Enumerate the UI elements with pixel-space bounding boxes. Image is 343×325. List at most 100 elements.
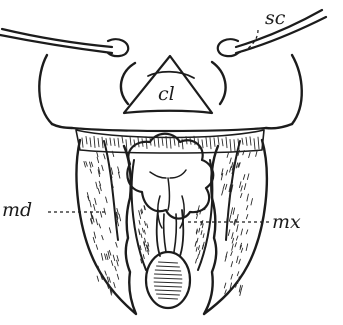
left-mandible-hatch-stroke bbox=[102, 165, 104, 170]
left-mandible-hatch-stroke bbox=[101, 253, 103, 260]
left-mandible-hatch-stroke bbox=[93, 237, 95, 242]
left-mandible-hatch-stroke bbox=[106, 254, 108, 260]
glossa-hatch-stroke bbox=[157, 294, 180, 295]
left-mandible-hatch-stroke bbox=[97, 157, 99, 162]
right-mandible-hatch-stroke bbox=[231, 208, 233, 214]
band-hatch-stroke bbox=[86, 136, 87, 143]
band-hatch-stroke bbox=[154, 138, 155, 146]
right-mandible-hatch-stroke bbox=[246, 244, 248, 251]
glossa-hatch-stroke bbox=[155, 290, 181, 291]
right-mandible-hatch-stroke bbox=[251, 199, 253, 205]
band-hatch-stroke bbox=[206, 138, 207, 147]
leader-lines bbox=[48, 30, 270, 222]
left-mandible bbox=[77, 140, 136, 314]
left-mandible-hatch-stroke bbox=[116, 242, 118, 247]
left-mandible-hatch-stroke bbox=[117, 256, 119, 261]
left-mandible-hatch-stroke bbox=[104, 154, 106, 159]
right-mandible-hatch-stroke bbox=[233, 208, 235, 214]
left-mandible-hatch-stroke bbox=[96, 182, 98, 188]
right-mandible-hatch-stroke bbox=[239, 259, 241, 264]
right-mandible-hatch-stroke bbox=[247, 194, 249, 201]
band-hatch-stroke bbox=[162, 137, 163, 145]
right-mandible-hatch-stroke bbox=[237, 214, 239, 221]
right-mandible-hatch-stroke bbox=[231, 251, 233, 255]
left-mandible-hatch-stroke bbox=[96, 245, 98, 250]
left-mandible-hatch-stroke bbox=[89, 162, 91, 167]
right-mandible bbox=[204, 140, 267, 314]
maxilla-hatch-stroke bbox=[139, 211, 140, 215]
left-mandible-hatch-stroke bbox=[84, 161, 86, 167]
band-hatch-stroke bbox=[202, 140, 203, 148]
maxilla-hatch-stroke bbox=[147, 224, 148, 228]
maxilla-hatch-stroke bbox=[198, 246, 199, 250]
maxilla-hatch-stroke bbox=[145, 247, 146, 251]
label-mx: mx bbox=[272, 211, 301, 233]
left-mandible-hatch-stroke bbox=[91, 162, 93, 166]
glossa-hatch-stroke bbox=[154, 282, 182, 283]
right-mandible-hatch-stroke bbox=[223, 184, 225, 189]
left-mandible-hatch-stroke bbox=[117, 220, 119, 226]
maxilla-hatch-stroke bbox=[143, 255, 144, 259]
left-mandible-hatch-stroke bbox=[100, 185, 102, 191]
right-mandible-hatch-stroke bbox=[230, 167, 232, 172]
left-mandible-hatch-stroke bbox=[119, 214, 121, 221]
left-mandible-hatch-stroke bbox=[104, 208, 106, 214]
right-mandible-hatch-stroke bbox=[225, 184, 227, 189]
maxilla-hatch-stroke bbox=[139, 220, 140, 224]
right-mandible-hatch-stroke bbox=[232, 244, 234, 250]
right-mandible-hatch-stroke bbox=[222, 190, 224, 195]
maxilla-hatch-stroke bbox=[203, 234, 204, 238]
maxilla-hatch-stroke bbox=[199, 250, 200, 254]
maxilla-hatch-stroke bbox=[195, 242, 196, 246]
maxilla-hatch-stroke bbox=[145, 221, 146, 225]
band-hatch-stroke bbox=[94, 136, 95, 147]
left-mandible-hatch-stroke bbox=[95, 198, 97, 204]
left-mandible-hatch-stroke bbox=[107, 277, 109, 282]
left-mandible-hatch-stroke bbox=[109, 250, 111, 255]
left-mandible-hatch-stroke bbox=[99, 224, 101, 228]
maxilla-hatch-stroke bbox=[201, 231, 202, 235]
left-mandible-hatch-stroke bbox=[117, 260, 119, 266]
left-mandible-hatch-stroke bbox=[117, 274, 119, 279]
right-mandible-hatch-stroke bbox=[231, 274, 233, 279]
right-mandible-hatch-stroke bbox=[225, 290, 227, 294]
right-mandible-hatch-stroke bbox=[232, 233, 234, 239]
right-mandible-hatch-stroke bbox=[227, 153, 229, 158]
maxilla-hatch-stroke bbox=[199, 228, 200, 232]
band-hatch-stroke bbox=[250, 137, 251, 145]
label-cl: cl bbox=[158, 83, 175, 105]
maxilla-hatch-stroke bbox=[140, 246, 141, 250]
glossa-hatch-stroke bbox=[158, 298, 177, 299]
left-mandible-hatch-stroke bbox=[102, 235, 104, 239]
right-mandible-hatch-stroke bbox=[243, 175, 245, 180]
left-mandible-hatch-stroke bbox=[114, 282, 116, 287]
left-mandible-hatch-stroke bbox=[111, 261, 113, 266]
left-mandible-hatch-stroke bbox=[90, 200, 92, 207]
maxilla-hatch-stroke bbox=[141, 234, 142, 238]
band-hatch-stroke bbox=[130, 136, 131, 145]
left-antenna bbox=[0, 29, 128, 56]
right-mandible-hatch-stroke bbox=[256, 151, 258, 157]
glossa-hatch-stroke bbox=[157, 266, 180, 267]
right-mandible-hatch-stroke bbox=[239, 182, 241, 188]
band-hatch-stroke bbox=[90, 138, 91, 147]
band-hatch-stroke bbox=[254, 139, 255, 149]
glossa-hatch-stroke bbox=[154, 274, 181, 275]
right-mandible-hatch-stroke bbox=[224, 283, 226, 288]
maxilla-hatch-stroke bbox=[140, 215, 141, 219]
right-mandible-hatch-stroke bbox=[228, 230, 230, 236]
left-mandible-hatch-stroke bbox=[109, 228, 111, 233]
left-mandible-hatch-stroke bbox=[109, 277, 111, 282]
left-mandible-hatch-stroke bbox=[86, 162, 88, 167]
band-hatch-stroke bbox=[258, 137, 259, 149]
right-mandible-hatch-stroke bbox=[231, 262, 233, 267]
maxilla-hatch-stroke bbox=[202, 224, 203, 228]
left-mandible-hatch-stroke bbox=[106, 197, 108, 203]
maxilla-hatch-stroke bbox=[196, 259, 197, 263]
maxilla-hatch-stroke bbox=[196, 247, 197, 251]
right-mandible-hatch-stroke bbox=[247, 174, 249, 180]
right-mandible-hatch-stroke bbox=[246, 214, 248, 218]
maxilla-hatch-stroke bbox=[197, 238, 198, 242]
